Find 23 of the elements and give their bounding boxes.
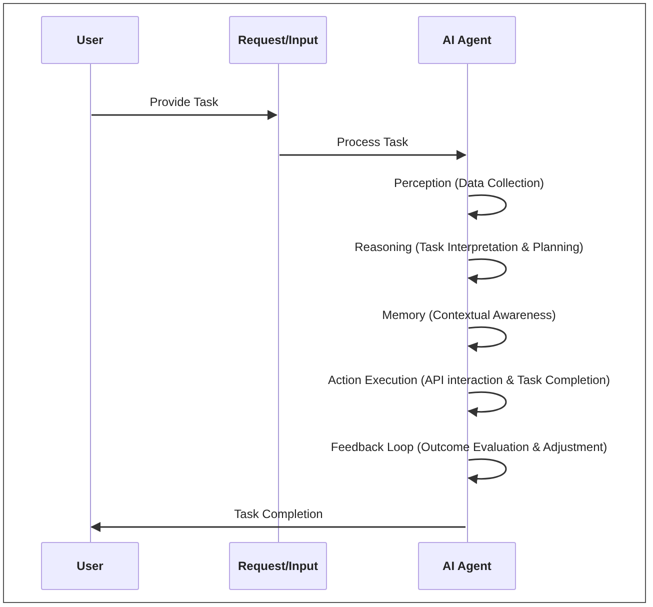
lifeline [88, 64, 92, 542]
message-label: Provide Task [150, 95, 218, 109]
message-arrow [280, 150, 466, 160]
participant-box: AI Agent [418, 16, 516, 64]
message-label: Process Task [336, 135, 408, 149]
self-message-arrow [468, 194, 506, 220]
message-label: Action Execution (API interaction & Task Completion) [328, 373, 610, 387]
participant-box: Request/Input [229, 542, 327, 590]
message-arrow [92, 110, 278, 120]
self-message-arrow [468, 326, 506, 352]
message-label: Perception (Data Collection) [394, 176, 544, 190]
participant-box: User [41, 16, 139, 64]
message-label: Reasoning (Task Interpretation & Planning) [354, 240, 584, 254]
self-message-arrow [468, 391, 506, 417]
participant-box: Request/Input [229, 16, 327, 64]
self-message-arrow [468, 258, 506, 284]
message-label: Feedback Loop (Outcome Evaluation & Adjustment) [330, 440, 608, 454]
participant-box: AI Agent [418, 542, 516, 590]
self-message-arrow [468, 458, 506, 484]
message-arrow [90, 522, 466, 532]
message-label: Task Completion [234, 507, 323, 521]
message-label: Memory (Contextual Awareness) [382, 308, 556, 322]
participant-box: User [41, 542, 139, 590]
